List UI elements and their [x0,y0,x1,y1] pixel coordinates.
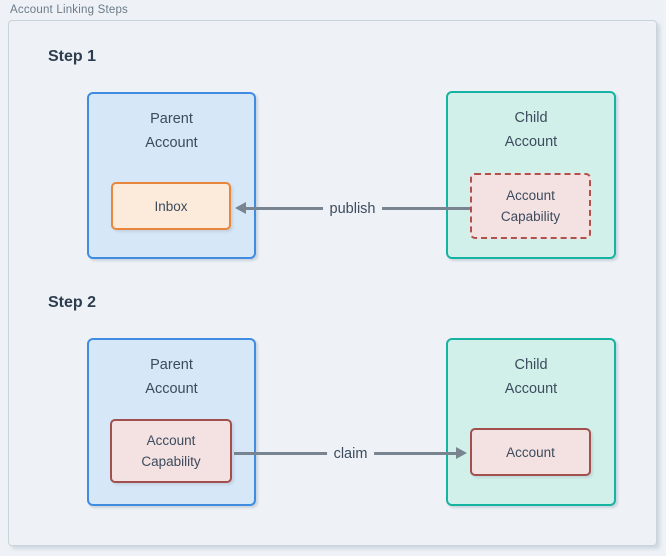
step2-child-account-label: Child Account [504,357,558,397]
arrowhead-left-icon [235,202,246,214]
step2-parent-account-box: Parent Account Account Capability [87,338,256,506]
step2-account-capability-box: Account Capability [110,419,232,483]
publish-arrow-label: publish [322,199,383,218]
step1-account-capability-label: Account Capability [500,188,561,224]
step1-account-capability-box: Account Capability [470,173,591,239]
step1-inbox-box: Inbox [111,182,231,230]
publish-arrow: publish [235,199,470,218]
step2-account-label: Account [506,444,555,460]
step1-parent-account-box: Parent Account Inbox [87,92,256,259]
step2-parent-account-label: Parent Account [145,357,198,397]
diagram-title: Account Linking Steps [10,4,128,16]
step1-child-account-label: Child Account [504,110,558,150]
claim-arrow-label: claim [326,444,375,463]
step-2-heading: Step 2 [48,294,97,311]
step2-account-capability-label: Account Capability [141,433,201,469]
step1-inbox-label: Inbox [154,198,188,214]
step-1-heading: Step 1 [48,48,97,65]
step2-account-box: Account [470,428,591,476]
step1-child-account-box: Child Account Account Capability [446,91,616,259]
step1-parent-account-label: Parent Account [145,111,198,151]
claim-arrow: claim [234,444,467,463]
step2-child-account-box: Child Account Account [446,338,616,506]
arrowhead-right-icon [456,447,467,459]
